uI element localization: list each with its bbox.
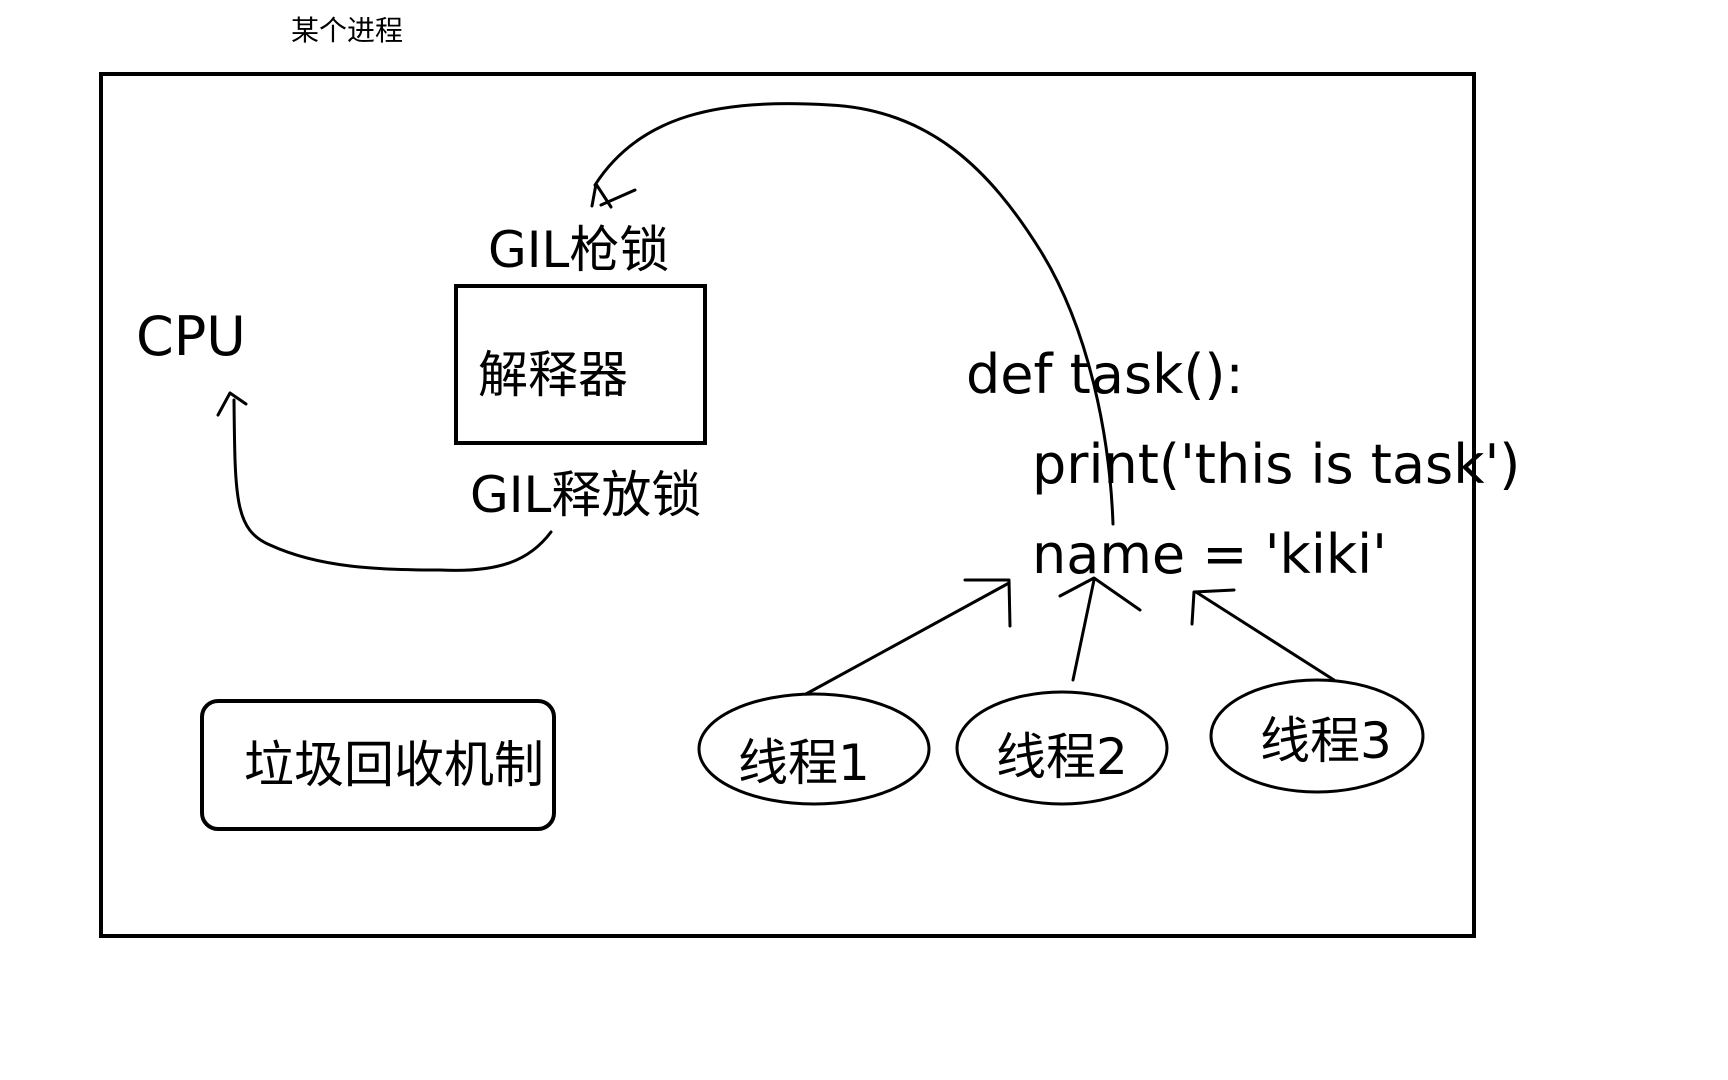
thread-1-arrow-line [804,581,1011,696]
gil-arrowhead-tail [599,188,637,207]
cpu-label: CPU [136,305,246,368]
release-to-cpu-curve [232,398,553,572]
thread-1-label: 线程1 [738,734,870,792]
gc-box [200,699,556,831]
gil-arrowhead [590,182,613,209]
code-to-gil-curve [593,102,1115,526]
code-line-name: name = 'kiki' [1032,523,1387,586]
thread-1-arrowhead [963,578,1012,628]
thread-1-ellipse [697,692,931,806]
gil-release-label: GIL释放锁 [470,466,702,524]
gil-acquire-label: GIL枪锁 [488,221,670,279]
thread-2-arrowhead [1058,576,1142,612]
thread-3-ellipse [1209,678,1425,794]
process-box [99,72,1476,938]
code-line-def: def task(): [966,343,1244,406]
cpu-arrowhead [216,391,248,417]
process-caption: 某个进程 [291,14,404,47]
thread-2-arrow-line [1071,578,1096,682]
interpreter-box [454,284,707,445]
thread-2-label: 线程2 [996,728,1128,786]
thread-3-arrowhead [1190,588,1236,626]
gc-label: 垃圾回收机制 [244,736,544,794]
thread-2-ellipse [955,690,1169,806]
thread-3-arrow-line [1194,590,1336,682]
thread-3-label: 线程3 [1260,712,1392,770]
code-line-print: print('this is task') [1032,433,1521,496]
interpreter-label: 解释器 [478,346,628,404]
